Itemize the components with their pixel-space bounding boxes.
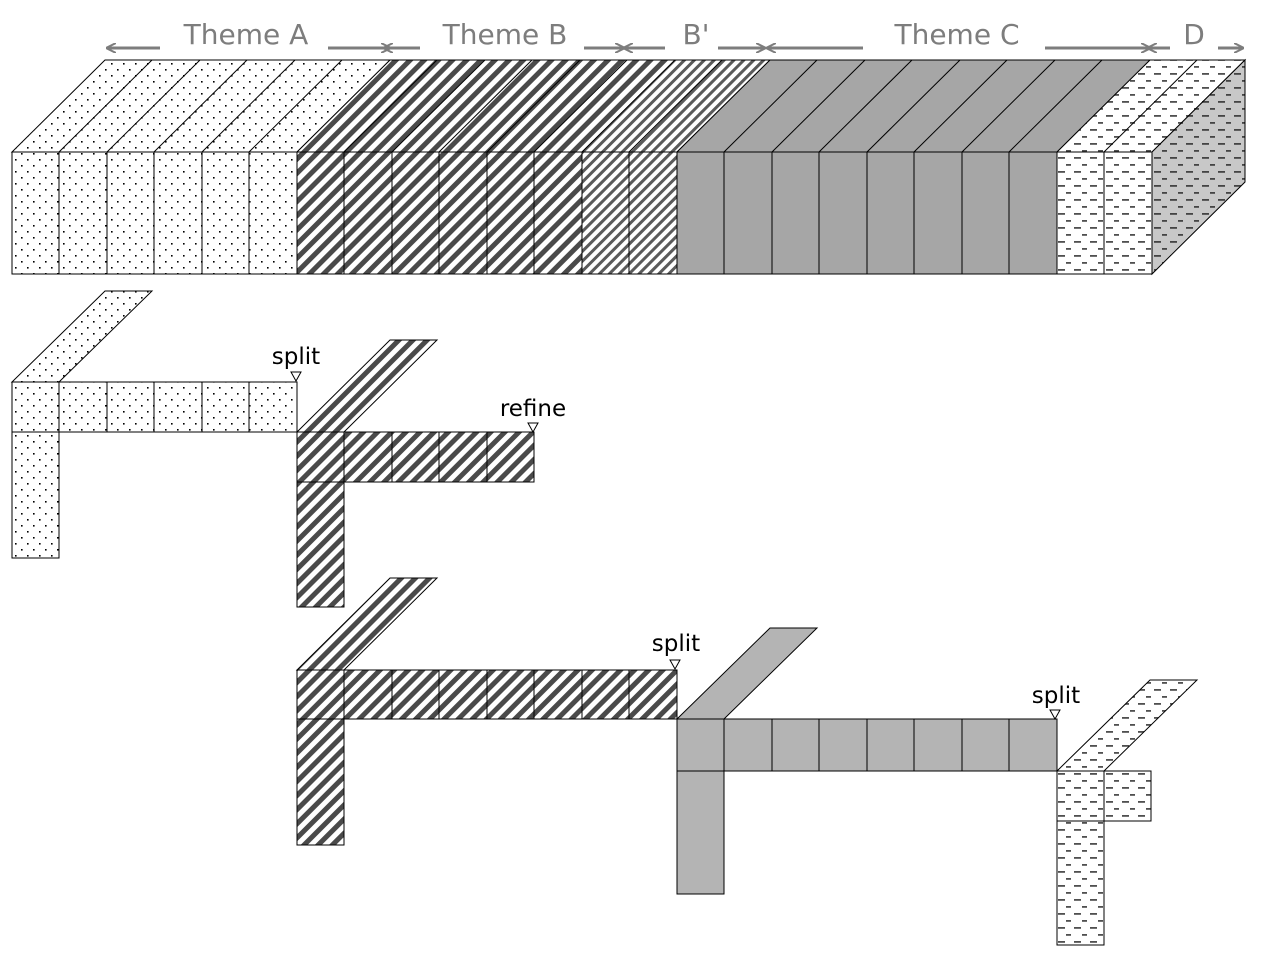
theme-a-factor-column bbox=[11, 431, 60, 559]
refine-triangle-icon bbox=[527, 422, 539, 434]
theme-d-factor-column bbox=[1056, 820, 1105, 946]
split-marker-2: split bbox=[652, 631, 700, 671]
main-tensor-block bbox=[10, 58, 1247, 276]
split-triangle-icon bbox=[290, 371, 302, 383]
factor-theme-b bbox=[295, 339, 535, 608]
split-label: split bbox=[1032, 683, 1080, 709]
refine-label: refine bbox=[500, 396, 566, 422]
split-label: split bbox=[272, 344, 320, 370]
theme-d-label: D bbox=[1183, 18, 1205, 51]
split-marker-3: split bbox=[1032, 683, 1080, 721]
split-triangle-icon bbox=[669, 659, 681, 671]
split-marker-1: split bbox=[272, 344, 320, 383]
factor-theme-d bbox=[1055, 679, 1199, 946]
factor-theme-c bbox=[675, 627, 1058, 895]
theme-c-label: Theme C bbox=[893, 18, 1019, 51]
theme-b-label: Theme B bbox=[442, 18, 568, 51]
theme-b-factor-row bbox=[296, 431, 535, 483]
theme-c-factor-column bbox=[676, 770, 725, 895]
theme-b-refined-column bbox=[296, 718, 345, 846]
split-label: split bbox=[652, 631, 700, 657]
factor-theme-a bbox=[10, 290, 298, 559]
split-triangle-icon bbox=[1049, 709, 1061, 721]
theme-b-factor-column bbox=[296, 481, 345, 608]
theme-c-span: Theme C bbox=[767, 18, 1150, 51]
refine-marker: refine bbox=[500, 396, 566, 434]
theme-a-span: Theme A bbox=[107, 18, 390, 51]
theme-a-factor-top bbox=[10, 290, 154, 383]
theme-a-label: Theme A bbox=[183, 18, 309, 51]
theme-b-span: Theme B bbox=[384, 18, 624, 51]
theme-bp-span: B' bbox=[624, 18, 765, 51]
theme-bp-label: B' bbox=[683, 18, 710, 51]
theme-d-span: D bbox=[1148, 18, 1243, 51]
factor-theme-b-refined bbox=[295, 577, 678, 846]
